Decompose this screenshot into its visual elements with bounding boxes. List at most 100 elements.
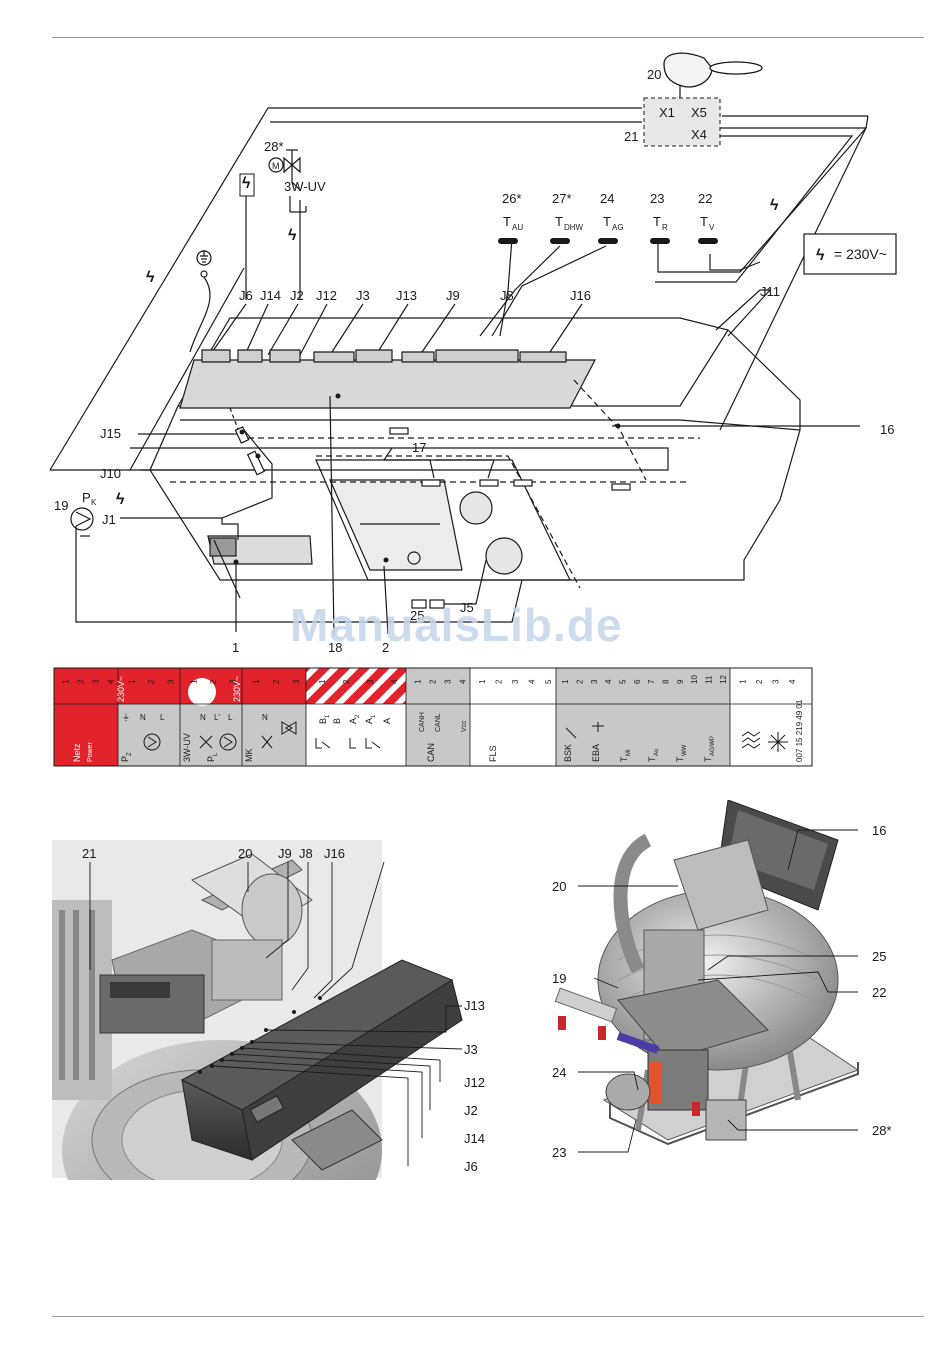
photo1-label-j9: J9 (278, 846, 292, 861)
label-pk-sub: K (91, 498, 97, 507)
lightning-box (239, 173, 255, 197)
a2-sub: 2 (355, 714, 361, 718)
voltage-legend-box (803, 233, 897, 275)
canh-label: CANH (419, 712, 426, 732)
uv-signal-n: N (200, 713, 206, 722)
tag-label: T (703, 756, 713, 762)
label-j14: J14 (260, 288, 281, 303)
pin-number-last: 1 (738, 679, 747, 684)
bsk-label: BSK (563, 744, 573, 762)
tmi-sub: MI (626, 749, 632, 756)
pin-number-mk: 3 (292, 679, 301, 684)
volt-label-1: 230V~ (116, 676, 126, 702)
svg-text:ϟ: ϟ (116, 491, 125, 508)
label-x5: X5 (691, 105, 707, 120)
label-3w-uv: 3W-UV (284, 179, 326, 194)
tww-sub: WW (682, 744, 688, 756)
pin-number-sens: 3 (590, 679, 599, 684)
netz-label: Netz (72, 743, 82, 762)
label-j1: J1 (102, 512, 116, 527)
pin-number-b: 4 (390, 679, 399, 684)
sensor-tdhw-sub: DHW (564, 223, 584, 232)
photo1-label-j12: J12 (464, 1075, 485, 1090)
photo2-label-19: 19 (552, 971, 566, 986)
burner-terminal-box (643, 97, 721, 147)
label-27: 27* (552, 191, 572, 206)
label-21: 21 (624, 129, 638, 144)
watermark: ManualsLib.de (290, 599, 623, 651)
label-24: 24 (600, 191, 614, 206)
pin-number-can: 3 (444, 679, 453, 684)
part-code: 007 15 219 49 01 (795, 699, 804, 762)
wiring-diagram: ϟ ϟ ϟ ϟ ϟ ϟ 20 21 X1 X5 X4 28* M 3W-UV 2… (49, 52, 897, 655)
pin-number-netz: 2 (77, 679, 86, 684)
label-x4: X4 (691, 127, 707, 142)
pin-number-pz: 1 (128, 679, 137, 684)
photo1-label-j2: J2 (464, 1103, 478, 1118)
label-motor: M (272, 161, 280, 171)
pin-number-fls: 1 (478, 679, 487, 684)
label-j5: J5 (460, 600, 474, 615)
pin-number-uv: 3 (228, 679, 237, 684)
pin-number-sens: 10 (690, 675, 699, 684)
pin-number-fls: 2 (495, 679, 504, 684)
uv-signal-l: L (228, 713, 233, 722)
photo2-label-24: 24 (552, 1065, 566, 1080)
pin-number-uv: 1 (190, 679, 199, 684)
lightning-icon: ϟ ϟ ϟ ϟ ϟ ϟ (116, 175, 825, 508)
uv-signal-l1: L' (214, 713, 220, 722)
vcc-label: Vcc (461, 720, 468, 732)
label-j6: J6 (239, 288, 253, 303)
pin-number-sens: 7 (647, 679, 656, 684)
pin-number-uv: 2 (209, 679, 218, 684)
label-j9: J9 (446, 288, 460, 303)
sensor-probes (498, 238, 718, 244)
a1-sub: 1 (371, 714, 377, 718)
label-j2: J2 (290, 288, 304, 303)
label-j13: J13 (396, 288, 417, 303)
label-1: 1 (232, 640, 239, 655)
a-label: A (382, 718, 392, 724)
b-label: B (332, 718, 342, 724)
sensor-tr-sub: R (662, 223, 668, 232)
power-label: Power (87, 741, 94, 762)
sensor-tau-sub: AU (512, 223, 523, 232)
volt-label-2: 230V~ (232, 676, 242, 702)
pin-number-sens: 1 (561, 679, 570, 684)
b1-sub: 1 (325, 714, 331, 718)
pin-number-last: 4 (788, 679, 797, 684)
pin-number-b: 1 (318, 679, 327, 684)
photo1-label-j13: J13 (464, 998, 485, 1013)
eba-label: EBA (591, 744, 601, 762)
label-25: 25 (410, 608, 424, 623)
label-j3: J3 (356, 288, 370, 303)
header-rule (52, 37, 924, 38)
a1-label: A (364, 718, 374, 724)
photo1-label-20: 20 (238, 846, 252, 861)
tau-label: T (647, 756, 657, 762)
label-pk: P (82, 490, 91, 505)
svg-text:ϟ: ϟ (146, 269, 155, 286)
label-20: 20 (647, 67, 661, 82)
label-2: 2 (382, 640, 389, 655)
pin-number-can: 4 (459, 679, 468, 684)
pin-number-netz: 3 (92, 679, 101, 684)
label-19: 19 (54, 498, 68, 513)
label-17: 17 (412, 440, 426, 455)
label-j15: J15 (100, 426, 121, 441)
photo-boiler-unit: 16 20 25 19 22 24 28* 23 (552, 800, 892, 1160)
pin-number-mk: 1 (252, 679, 261, 684)
pz-label: P (120, 756, 130, 762)
pin-number-mk: 2 (272, 679, 281, 684)
pin-number-sens: 4 (604, 679, 613, 684)
photo2-label-16: 16 (872, 823, 886, 838)
uv-label: 3W-UV (182, 733, 192, 762)
footer-rule (52, 1316, 924, 1317)
pin-number-fls: 3 (511, 679, 520, 684)
pin-number-netz: 4 (107, 679, 116, 684)
label-j11: J11 (760, 284, 780, 299)
tag-sub: AG/WP (710, 736, 716, 756)
mk-label: MK (244, 749, 254, 763)
voltage-legend-text: = 230V~ (834, 246, 887, 262)
